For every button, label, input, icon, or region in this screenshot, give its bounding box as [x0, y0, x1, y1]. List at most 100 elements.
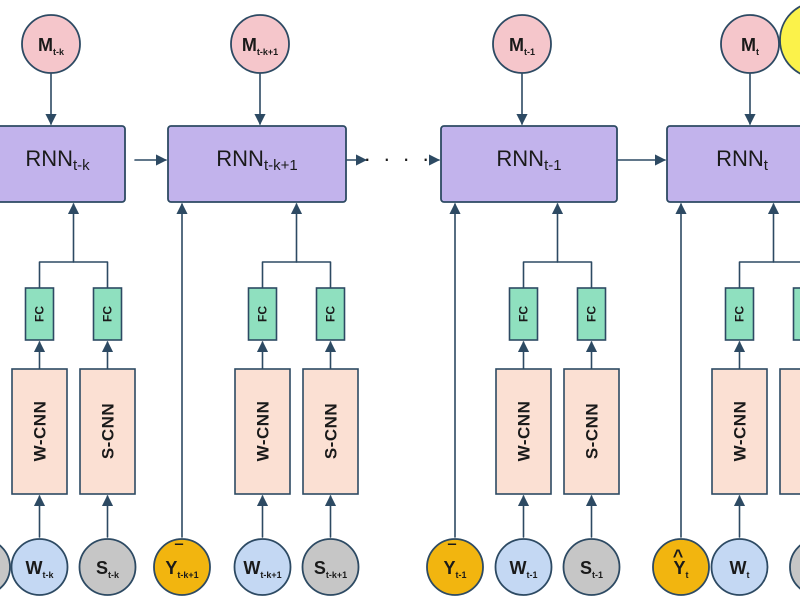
- output-node-partial: [779, 5, 800, 75]
- w-input-node-label: Wt-k+1: [243, 558, 281, 580]
- target-node-label-subscript: t-k+1: [177, 570, 198, 580]
- memory-node: [21, 14, 81, 74]
- s-input-node-label-base: S: [96, 558, 108, 578]
- memory-node-label-subscript: t-1: [524, 47, 535, 57]
- w-input-node-label-subscript: t-k: [43, 570, 55, 580]
- w-cnn-label: W-CNN: [31, 401, 50, 462]
- fc-merge-connector: [522, 261, 593, 288]
- target-accent-mark: ^: [673, 546, 684, 566]
- memory-node-label-base: M: [242, 35, 257, 55]
- target-node-label-base: Y: [165, 558, 177, 578]
- s-input-node: [562, 538, 621, 596]
- s-input-node: [301, 538, 360, 596]
- target-node-label: Yt-1: [443, 558, 466, 580]
- target-node-label-subscript: t-1: [456, 570, 467, 580]
- rnn-cell-label-base: RNN: [25, 146, 73, 171]
- w-cnn-label: W-CNN: [515, 401, 534, 462]
- s-cnn-box: [779, 368, 800, 495]
- target-node-label: Yt: [673, 558, 688, 580]
- s-cnn-label: S-CNN: [99, 403, 118, 459]
- fc-layer-box: [792, 287, 800, 341]
- w-input-node: [494, 538, 553, 596]
- fc-layer-box: [315, 287, 346, 341]
- rnn-cell-label-base: RNN: [716, 146, 764, 171]
- fc-layer-box: [508, 287, 539, 341]
- memory-node: [492, 14, 552, 74]
- memory-node-label: Mt: [741, 35, 759, 57]
- fc-layer-label: FC: [585, 306, 599, 322]
- w-input-node-label-base: W: [730, 558, 747, 578]
- fc-merge-connector: [38, 261, 109, 288]
- s-input-node-label-base: S: [580, 558, 592, 578]
- fc-layer-box: [724, 287, 755, 341]
- target-node: [153, 538, 211, 596]
- memory-node-label: Mt-1: [509, 35, 535, 57]
- s-input-node-label-subscript: t-1: [592, 570, 603, 580]
- w-cnn-label: W-CNN: [254, 401, 273, 462]
- rnn-cell: [666, 125, 800, 203]
- s-input-node-label-subscript: t-k: [108, 570, 120, 580]
- w-input-node: [233, 538, 292, 596]
- fc-layer-label: FC: [517, 306, 531, 322]
- w-cnn-box: [711, 368, 768, 495]
- ellipsis-dots: · · · ·: [364, 146, 433, 171]
- edge-input-node-partial: [0, 544, 11, 590]
- rnn-cell-label: RNNt-1: [496, 146, 561, 174]
- s-input-node-label: St-k+1: [314, 558, 347, 580]
- s-input-node: [78, 538, 137, 596]
- s-input-node-label: St-1: [580, 558, 603, 580]
- s-input-node-label-subscript: t-k+1: [326, 570, 347, 580]
- w-input-node-label: Wt-k: [26, 558, 55, 580]
- fc-layer-box: [576, 287, 607, 341]
- w-cnn-box: [495, 368, 552, 495]
- fc-layer-label: FC: [101, 306, 115, 322]
- w-cnn-box: [11, 368, 68, 495]
- target-node-label-base: Y: [443, 558, 455, 578]
- fc-layer-box: [92, 287, 123, 341]
- fc-layer-label: FC: [256, 306, 270, 322]
- w-input-node-label-subscript: t: [747, 570, 750, 580]
- rnn-cell-label-subscript: t-1: [544, 157, 562, 174]
- rnn-cell-label-subscript: t: [764, 157, 769, 174]
- memory-node-label-subscript: t-k: [53, 47, 65, 57]
- w-input-node-label-base: W: [510, 558, 527, 578]
- memory-node-label-subscript: t: [756, 47, 759, 57]
- target-node-label: Yt-k+1: [165, 558, 198, 580]
- fc-layer-label: FC: [324, 306, 338, 322]
- target-accent-mark: ‾: [174, 542, 184, 562]
- rnn-cell-label: RNNt: [716, 146, 769, 174]
- rnn-cell-label-base: RNN: [216, 146, 264, 171]
- target-node: [652, 538, 710, 596]
- rnn-cell-label: RNNt-k: [25, 146, 90, 174]
- w-input-node: [710, 538, 769, 596]
- s-cnn-box: [563, 368, 620, 495]
- w-input-node-label-base: W: [26, 558, 43, 578]
- w-cnn-box: [234, 368, 291, 495]
- memory-node-label-subscript: t-k+1: [257, 47, 278, 57]
- memory-node-label: Mt-k+1: [242, 35, 278, 57]
- rnn-cell-label-base: RNN: [496, 146, 544, 171]
- rnn-cell: [0, 125, 126, 203]
- s-cnn-box: [302, 368, 359, 495]
- rnn-cell: [167, 125, 347, 203]
- w-input-node-label-subscript: t-k+1: [260, 570, 281, 580]
- fc-merge-connector: [261, 261, 332, 288]
- s-cnn-box: [79, 368, 136, 495]
- rnn-cell-label-subscript: t-k+1: [264, 157, 298, 174]
- w-input-node-label-subscript: t-1: [527, 570, 538, 580]
- fc-layer-box: [24, 287, 55, 341]
- target-node-label-subscript: t: [686, 570, 689, 580]
- rnn-cell-label-subscript: t-k: [73, 157, 90, 174]
- memory-node-label-base: M: [38, 35, 53, 55]
- s-cnn-label: S-CNN: [322, 403, 341, 459]
- rnn-cell-label: RNNt-k+1: [216, 146, 297, 174]
- memory-node-label-base: M: [741, 35, 756, 55]
- memory-node-label: Mt-k: [38, 35, 65, 57]
- w-input-node-label: Wt: [730, 558, 750, 580]
- w-input-node: [10, 538, 69, 596]
- fc-layer-box: [247, 287, 278, 341]
- s-cnn-label: S-CNN: [799, 403, 800, 459]
- s-input-node-label: St-k: [96, 558, 120, 580]
- fc-layer-label: FC: [733, 306, 747, 322]
